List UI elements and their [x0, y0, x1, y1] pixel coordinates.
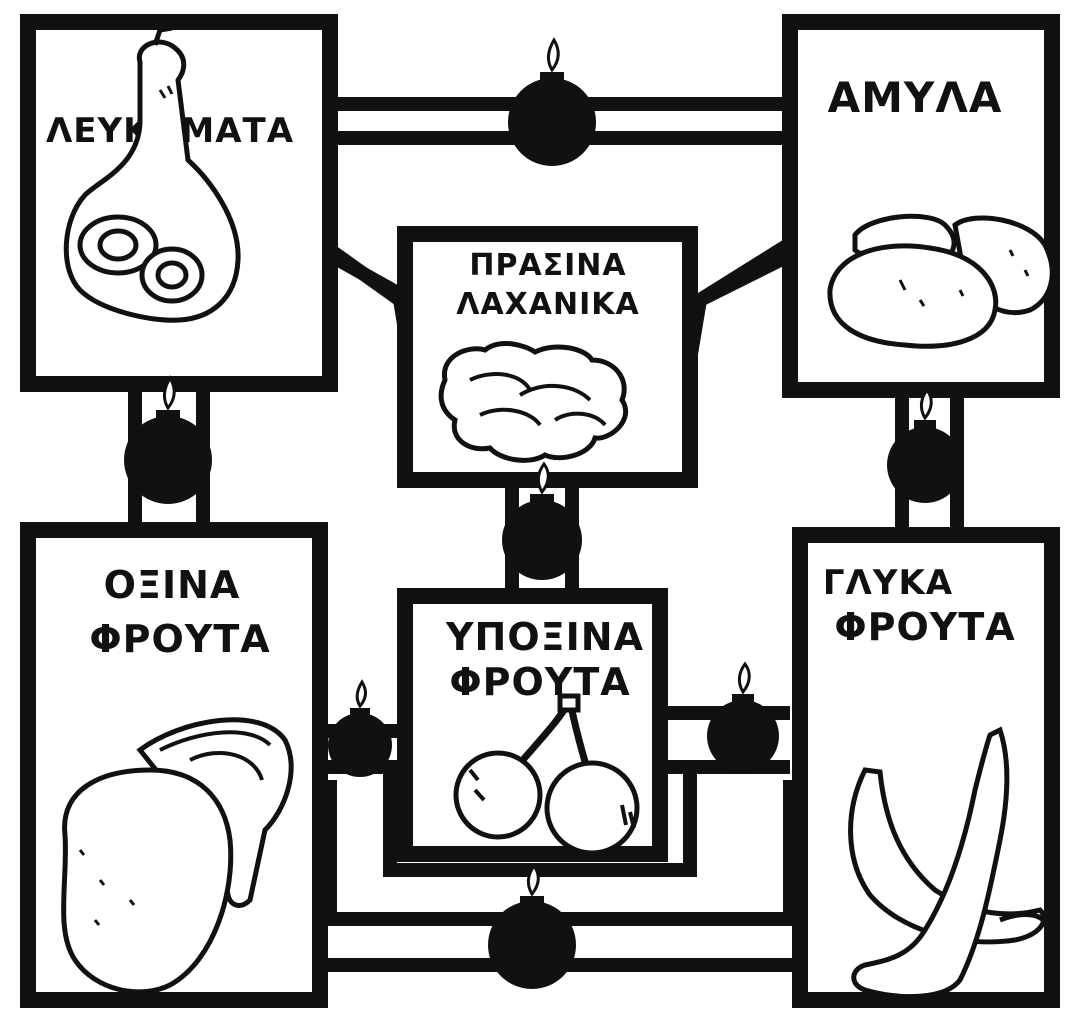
label-sweet-fruits-line1: ΓΛΥΚΑ	[823, 563, 953, 603]
label-acid-fruits-line2: ΦΡΟΥΤΑ	[89, 617, 270, 661]
label-subacid-fruits-line1: ΥΠΟΞΙΝΑ	[445, 615, 644, 659]
label-green-vegetables-line2: ΛΑΧΑΝΙΚΑ	[456, 287, 640, 322]
flame-icon	[528, 866, 538, 894]
label-subacid-fruits-line2: ΦΡΟΥΤΑ	[449, 660, 630, 704]
label-acid-fruits-line1: ΟΞΙΝΑ	[104, 563, 241, 607]
bomb-acid-subacid	[328, 682, 392, 777]
label-sweet-fruits-line2: ΦΡΟΥΤΑ	[834, 605, 1015, 649]
bomb-acid-sweet	[488, 866, 576, 989]
flame-icon	[921, 390, 931, 418]
bomb-subacid-sweet	[707, 664, 779, 772]
label-starches: ΑΜΥΛΑ	[828, 73, 1003, 122]
flame-icon	[357, 682, 365, 706]
flame-icon	[739, 664, 749, 692]
label-green-vegetables-line1: ΠΡΑΣΙΝΑ	[469, 248, 626, 283]
bomb-proteins-starches	[508, 40, 596, 166]
flame-icon	[548, 40, 558, 70]
